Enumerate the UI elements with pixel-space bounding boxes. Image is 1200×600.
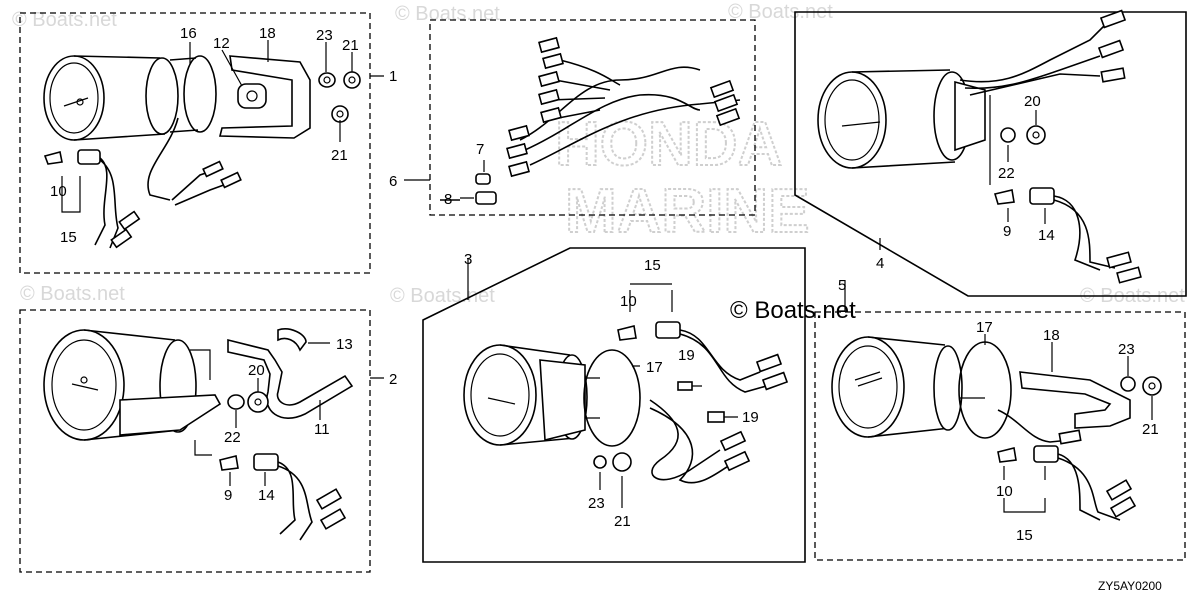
- callout-17a: 17: [646, 359, 663, 376]
- callout-14a: 14: [1038, 227, 1055, 244]
- tube-8: [475, 191, 497, 205]
- harness-6-panel: [404, 19, 756, 216]
- callout-7: 7: [476, 141, 484, 158]
- watermark-top-left: © Boats.net: [12, 9, 117, 31]
- callout-21c: 21: [614, 513, 631, 530]
- callout-22a: 22: [998, 165, 1015, 182]
- callout-21b: 21: [331, 147, 348, 164]
- callout-9a: 9: [1003, 223, 1011, 240]
- watermark-center: © Boats.net: [730, 297, 856, 324]
- callout-20b: 20: [248, 362, 265, 379]
- brand-watermark: HONDA MARINE: [554, 109, 811, 247]
- callout-9b: 9: [224, 487, 232, 504]
- watermark-top-mid: © Boats.net: [395, 3, 500, 25]
- gauge-1: [43, 55, 217, 141]
- diagram-code: ZY5AY0200: [1098, 579, 1162, 593]
- callout-21d: 21: [1142, 421, 1159, 438]
- callout-15b: 15: [644, 257, 661, 274]
- callout-19a: 19: [678, 347, 695, 364]
- callout-20a: 20: [1024, 93, 1041, 110]
- callout-13: 13: [336, 336, 353, 353]
- bracket-5: [1019, 371, 1131, 429]
- nut-21d: [1142, 376, 1162, 396]
- callout-22b: 22: [224, 429, 241, 446]
- nut-20b: [247, 391, 269, 413]
- gauge-4: [817, 69, 986, 169]
- nut-21a: [343, 71, 361, 89]
- callout-15a: 15: [60, 229, 77, 246]
- ring-17b: [958, 341, 1012, 439]
- washer-22b: [227, 394, 245, 410]
- callout-23c: 23: [1118, 341, 1135, 358]
- bulb-socket-3: [617, 321, 789, 393]
- assembly-3-panel: [422, 247, 806, 563]
- washer-22a: [1000, 127, 1016, 143]
- nut-21c: [612, 452, 632, 472]
- hose-11: [227, 338, 354, 419]
- sender-19: [677, 381, 725, 423]
- washer-23b: [593, 455, 607, 469]
- connector-cluster-6: [506, 36, 741, 178]
- callout-1: 1: [389, 68, 397, 85]
- assembly-2-panel: [19, 309, 384, 573]
- callout-18b: 18: [1043, 327, 1060, 344]
- clip-13: [277, 328, 307, 352]
- callout-14b: 14: [258, 487, 275, 504]
- callout-3: 3: [464, 251, 472, 268]
- callout-19b: 19: [742, 409, 759, 426]
- assembly-5-panel: [814, 280, 1186, 561]
- bulb-socket-2: [219, 453, 347, 541]
- callout-17b: 17: [976, 319, 993, 336]
- bulb-socket-1: [43, 149, 141, 249]
- watermark-left-mid: © Boats.net: [20, 283, 125, 305]
- nut-20a: [1026, 125, 1046, 145]
- callout-16: 16: [180, 25, 197, 42]
- assembly-1-panel: [19, 12, 384, 274]
- brand-bottom-text: MARINE: [565, 177, 810, 246]
- bulb-socket-5: [997, 445, 1137, 521]
- clamp-12: [237, 83, 267, 109]
- washer-23c: [1120, 376, 1136, 392]
- callout-15c: 15: [1016, 527, 1033, 544]
- bulb-socket-4: [993, 187, 1142, 284]
- callout-11: 11: [314, 421, 330, 438]
- callout-10a: 10: [50, 183, 67, 200]
- callout-5: 5: [838, 277, 846, 294]
- callout-4: 4: [876, 255, 884, 272]
- callout-10b: 10: [620, 293, 637, 310]
- washer-23a: [318, 72, 336, 88]
- callout-18a: 18: [259, 25, 276, 42]
- callout-10c: 10: [996, 483, 1013, 500]
- gauge-3: [463, 344, 588, 446]
- watermark-center-mid: © Boats.net: [390, 285, 495, 307]
- bracket-1: [218, 55, 311, 139]
- callout-2: 2: [389, 371, 397, 388]
- nut-21b: [331, 105, 349, 123]
- sleeve-7: [475, 173, 491, 185]
- gauge-5: [831, 336, 963, 438]
- watermark-top-right: © Boats.net: [728, 1, 833, 23]
- callout-21a: 21: [342, 37, 359, 54]
- callout-8: 8: [444, 191, 452, 208]
- brand-top-text: HONDA: [555, 110, 782, 179]
- callout-23a: 23: [316, 27, 333, 44]
- callout-23b: 23: [588, 495, 605, 512]
- callout-12: 12: [213, 35, 230, 52]
- gauge-2: [43, 329, 222, 441]
- assembly-4-panel: [794, 9, 1187, 297]
- callout-6: 6: [389, 173, 397, 190]
- ring-17: [583, 349, 641, 447]
